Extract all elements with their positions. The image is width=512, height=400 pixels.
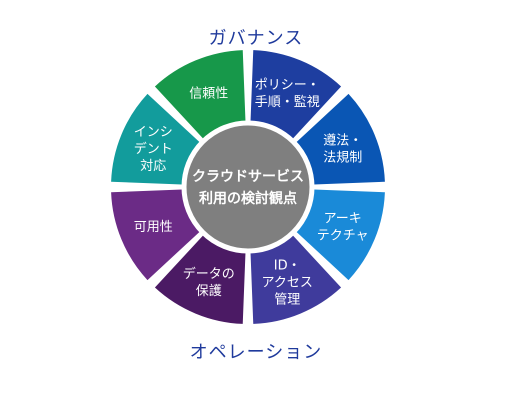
operations-label: オペレーション xyxy=(189,342,323,363)
segment-availability-label-line-1: 可用性 xyxy=(134,220,173,235)
governance-label: ガバナンス xyxy=(208,28,304,49)
segment-policy-shape xyxy=(250,50,342,139)
segment-reliability: 信頼性 xyxy=(154,50,246,139)
segment-availability-shape xyxy=(111,189,200,281)
segment-incident-shape xyxy=(111,93,200,185)
segment-policy: ポリシー・手順・監視 xyxy=(250,50,342,139)
center-title-line-2: 利用の検討観点 xyxy=(199,190,297,207)
segment-compliance-label-line-1: 遵法・ xyxy=(323,132,362,148)
center-circle xyxy=(181,120,315,254)
segment-availability: 可用性 xyxy=(111,189,200,281)
segment-compliance-label-line-2: 法規制 xyxy=(323,150,362,165)
segment-architecture-shape xyxy=(296,189,385,281)
center-title-line-1: クラウドサービス xyxy=(192,169,304,185)
segments-layer: ポリシー・手順・監視遵法・法規制アーキテクチャID・アクセス管理データの保護可用… xyxy=(111,50,385,324)
segment-data-protection-label-line-2: 保護 xyxy=(196,283,222,299)
segment-reliability-shape xyxy=(154,50,246,139)
segment-architecture-label-line-2: テクチャ xyxy=(317,229,369,244)
center-layer: クラウドサービス 利用の検討観点 xyxy=(181,120,315,254)
segment-compliance-shape xyxy=(296,93,385,185)
segment-incident-label-line-2: デント xyxy=(134,141,173,157)
segment-compliance: 遵法・法規制 xyxy=(296,93,385,185)
segment-reliability-label-line-1: 信頼性 xyxy=(189,86,228,101)
segment-incident-label-line-1: インシ xyxy=(134,125,173,140)
segment-policy-label-line-2: 手順・監視 xyxy=(255,94,320,110)
segment-incident-label-line-3: 対応 xyxy=(140,159,166,174)
segment-data-protection-label-line-1: データの xyxy=(183,266,235,282)
segment-identity-label-line-1: ID・ xyxy=(274,259,301,274)
segment-architecture-label-line-1: アーキ xyxy=(324,212,362,227)
segment-data-protection-shape xyxy=(154,235,246,324)
segment-policy-label-line-1: ポリシー・ xyxy=(255,78,320,93)
segment-identity-label-line-3: 管理 xyxy=(274,293,300,308)
segment-identity-shape xyxy=(250,235,342,324)
segment-identity-label-line-2: アクセス xyxy=(262,276,313,291)
